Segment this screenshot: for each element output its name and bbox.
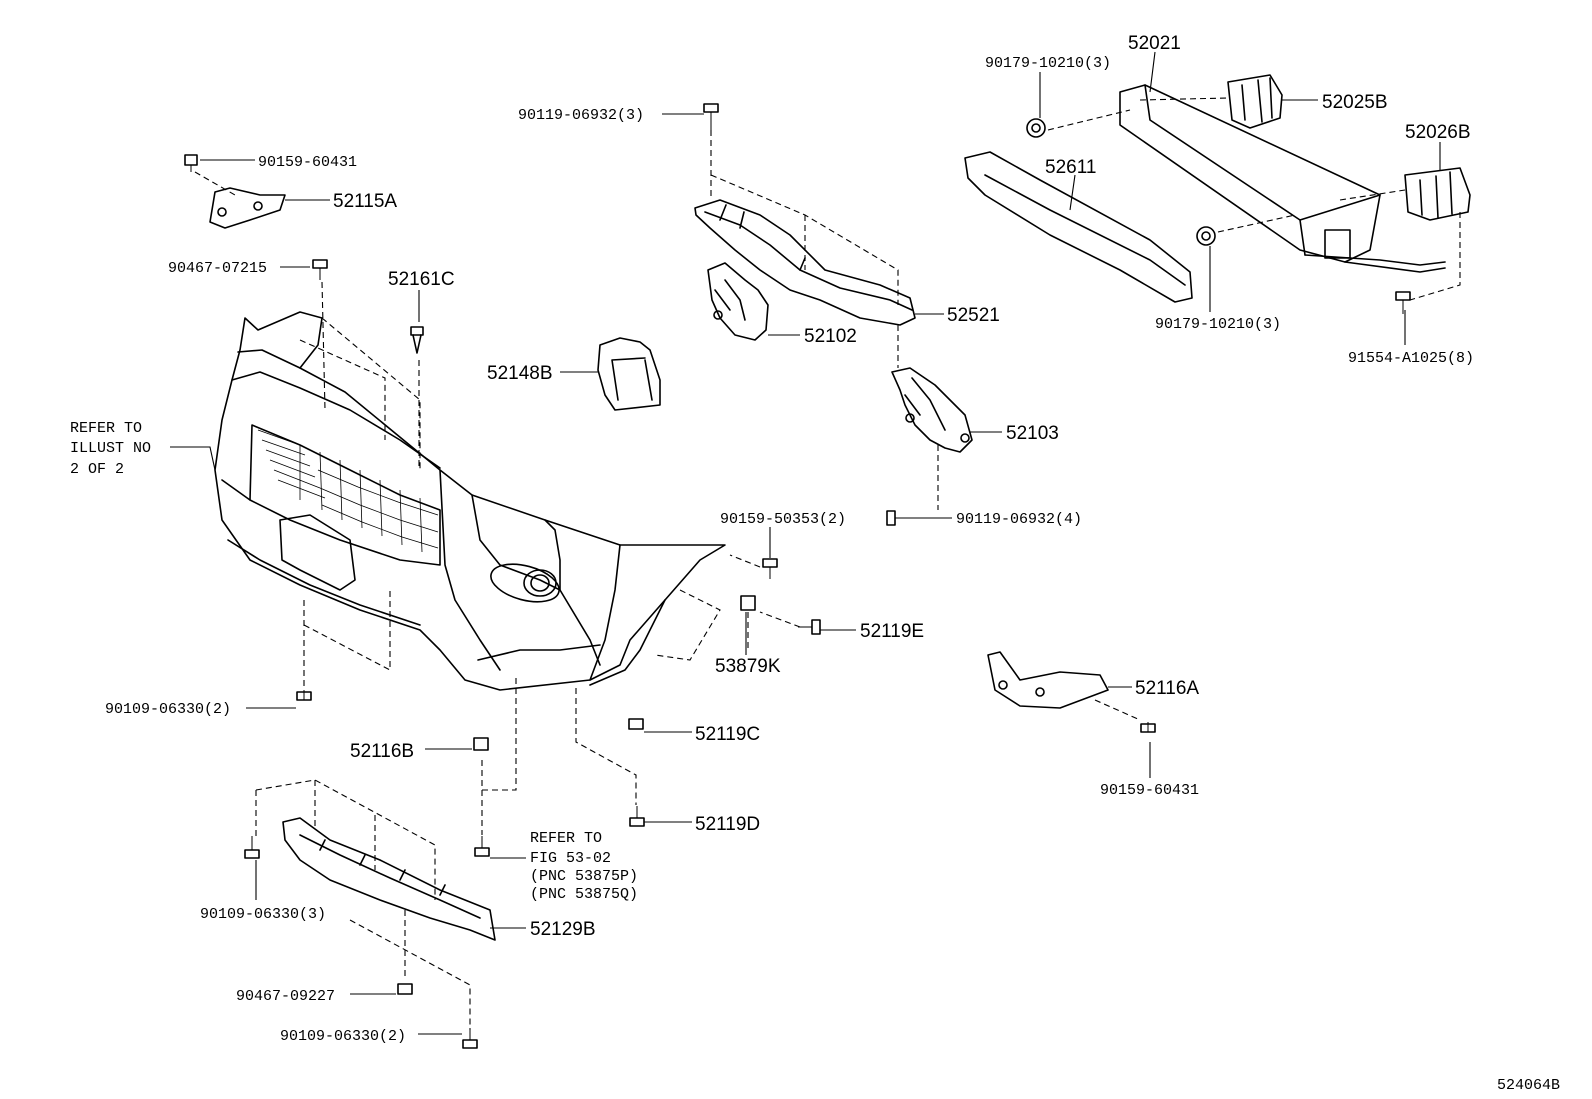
screw-icon xyxy=(798,619,821,635)
label-53879K: 53879K xyxy=(715,656,781,677)
label-90119-06932-3: 90119-06932(3) xyxy=(518,107,644,124)
label-52115A: 52115A xyxy=(333,191,397,212)
clip-icon xyxy=(628,718,644,730)
label-52148B: 52148B xyxy=(487,363,553,384)
label-52119D: 52119D xyxy=(695,814,760,835)
bolt-icon xyxy=(462,1028,478,1049)
label-52025B: 52025B xyxy=(1322,92,1388,113)
label-90159-50353-2: 90159-50353(2) xyxy=(720,511,846,528)
label-52102: 52102 xyxy=(804,326,857,347)
label-52103: 52103 xyxy=(1006,423,1059,444)
assembly-lines xyxy=(194,97,1461,1030)
label-90109-06330-2a: 90109-06330(2) xyxy=(105,701,231,718)
bolt-icon xyxy=(296,690,312,701)
screw-icon xyxy=(762,558,778,579)
label-52129B: 52129B xyxy=(530,919,596,940)
screw-icon xyxy=(629,806,645,827)
nut-icon xyxy=(1196,226,1216,246)
bolt-icon xyxy=(886,510,913,526)
label-52119C: 52119C xyxy=(695,724,760,745)
label-90109-06330-2b: 90109-06330(2) xyxy=(280,1028,406,1045)
front-bumper-cover xyxy=(214,311,726,691)
leader-lines xyxy=(170,51,1441,1035)
clip-icon xyxy=(473,737,489,751)
label-52161C: 52161C xyxy=(388,269,455,290)
label-refer-fig-2: FIG 53-02 xyxy=(530,850,611,867)
bracket-52102 xyxy=(707,262,769,341)
nut-icon xyxy=(740,595,756,611)
bolt-icon xyxy=(1395,291,1411,314)
bolt-icon xyxy=(703,103,719,130)
label-90159-60431-top: 90159-60431 xyxy=(258,154,357,171)
diagram-id: 524064B xyxy=(1497,1077,1560,1094)
label-refer-illust-3: 2 OF 2 xyxy=(70,461,124,478)
under-cover-52129B xyxy=(282,817,496,941)
label-52119E: 52119E xyxy=(860,621,924,642)
label-refer-fig-4: (PNC 53875Q) xyxy=(530,886,638,903)
absorber-52611 xyxy=(964,151,1193,303)
bracket-52116A xyxy=(987,651,1109,709)
bolt-icon xyxy=(244,836,260,859)
label-90467-07215: 90467-07215 xyxy=(168,260,267,277)
label-90467-09227: 90467-09227 xyxy=(236,988,335,1005)
label-90179-10210-3a: 90179-10210(3) xyxy=(985,55,1111,72)
bolt-icon xyxy=(312,259,328,280)
label-refer-fig-3: (PNC 53875P) xyxy=(530,868,638,885)
clip-icon xyxy=(410,326,424,354)
label-refer-fig-1: REFER TO xyxy=(530,830,602,847)
label-52521: 52521 xyxy=(947,305,1000,326)
bumper-retainer-52521 xyxy=(694,199,916,326)
screw-icon xyxy=(474,836,490,857)
nut-icon xyxy=(1026,118,1046,138)
label-90159-60431-bot: 90159-60431 xyxy=(1100,782,1199,799)
bracket-52115A xyxy=(209,187,286,229)
clip-icon xyxy=(397,983,413,995)
reinforcement-52021 xyxy=(1119,84,1446,273)
retainer-52148B xyxy=(597,337,661,411)
label-refer-illust-1: REFER TO xyxy=(70,420,142,437)
label-90179-10210-3b: 90179-10210(3) xyxy=(1155,316,1281,333)
extension-52026B xyxy=(1404,167,1471,221)
bolt-icon xyxy=(1140,722,1156,733)
fastener-symbols xyxy=(184,103,1411,1049)
label-52021: 52021 xyxy=(1128,33,1181,54)
label-90119-06932-4: 90119-06932(4) xyxy=(956,511,1082,528)
label-91554-A1025-8: 91554-A1025(8) xyxy=(1348,350,1474,367)
extension-52025B xyxy=(1227,74,1283,129)
label-52611: 52611 xyxy=(1045,157,1096,178)
clip-icon xyxy=(184,154,198,172)
label-refer-illust-2: ILLUST NO xyxy=(70,440,151,457)
part-labels: 90159-60431 52115A 90467-07215 52161C RE… xyxy=(70,33,1560,1094)
bracket-52103 xyxy=(891,367,973,453)
label-52026B: 52026B xyxy=(1405,122,1471,143)
label-52116A: 52116A xyxy=(1135,678,1199,699)
label-90109-06330-3: 90109-06330(3) xyxy=(200,906,326,923)
label-52116B: 52116B xyxy=(350,741,414,762)
